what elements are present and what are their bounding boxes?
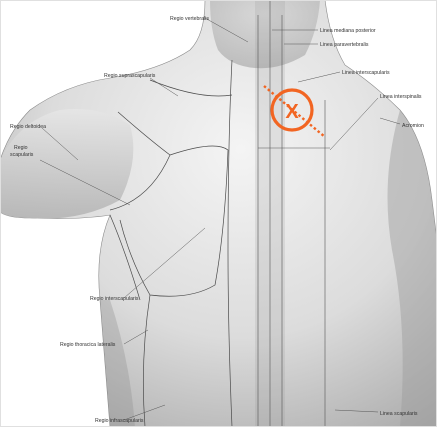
label-regio-thoracica-lateralis: Regio thoracica lateralis xyxy=(60,342,116,348)
label-linea-interscapularis: Linea interscapularis xyxy=(342,70,390,76)
label-linea-mediana-posterior: Linea mediana posterior xyxy=(320,28,376,34)
marker-x-symbol: X xyxy=(285,101,299,123)
label-regio-deltoidea: Regio deltoidea xyxy=(10,124,46,130)
label-linea-scapularis: Linea scapularis xyxy=(380,411,418,417)
label-regio-suprascapularis: Regio suprascapularis xyxy=(104,73,156,79)
label-regio-scapularis-line1: Regio xyxy=(14,145,28,151)
label-linea-paravertebralis: Linea paravertebralis xyxy=(320,42,369,48)
label-regio-infrascapularis: Regio infrascapularis xyxy=(95,418,144,424)
label-linea-interspinalis: Linea interspinalis xyxy=(380,94,422,100)
label-acromion: Acromion xyxy=(402,123,424,129)
label-regio-vertebralis: Regio vertebralis xyxy=(170,16,209,22)
label-regio-interscapularis: Regio interscapularis xyxy=(90,296,139,302)
label-regio-scapularis-line2: scapularis xyxy=(10,152,34,158)
